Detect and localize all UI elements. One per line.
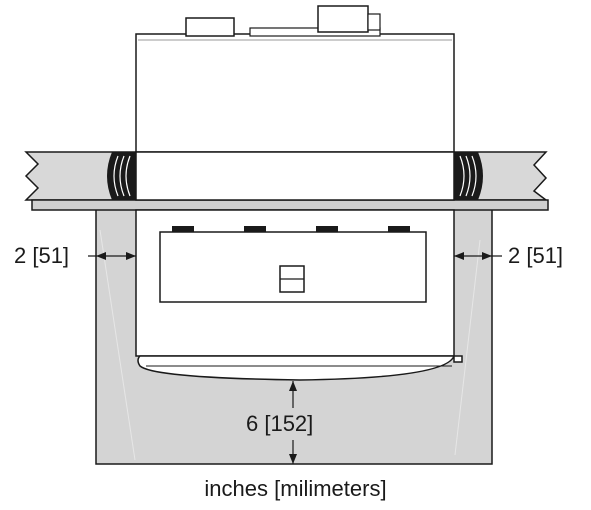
appliance-body (135, 33, 455, 155)
right-mounting-bracket (454, 152, 483, 200)
panel-clip (316, 226, 338, 232)
panel-clip (388, 226, 410, 232)
top-connector-right-tab (367, 13, 381, 31)
drip-tray (137, 355, 463, 381)
units-caption: inches [milimeters] (204, 476, 387, 501)
left-clearance-arrow (88, 252, 136, 260)
appliance-through-countertop (135, 151, 455, 201)
left-mounting-bracket (107, 152, 136, 200)
panel-clip (172, 226, 194, 232)
countertop-trim (31, 199, 549, 211)
bottom-clearance-label: 6 [152] (246, 411, 314, 436)
panel-clip (244, 226, 266, 232)
right-clearance-arrow (454, 252, 502, 260)
right-clearance-label: 2 [51] (508, 243, 564, 268)
panel-clips (172, 226, 410, 232)
top-connector-left (185, 17, 235, 37)
bottom-clearance-arrow (289, 381, 297, 464)
left-clearance-label: 2 [51] (14, 243, 70, 268)
top-connector-strip (249, 27, 381, 37)
top-connector-right (317, 5, 369, 33)
clearance-zone-texture (99, 229, 481, 461)
